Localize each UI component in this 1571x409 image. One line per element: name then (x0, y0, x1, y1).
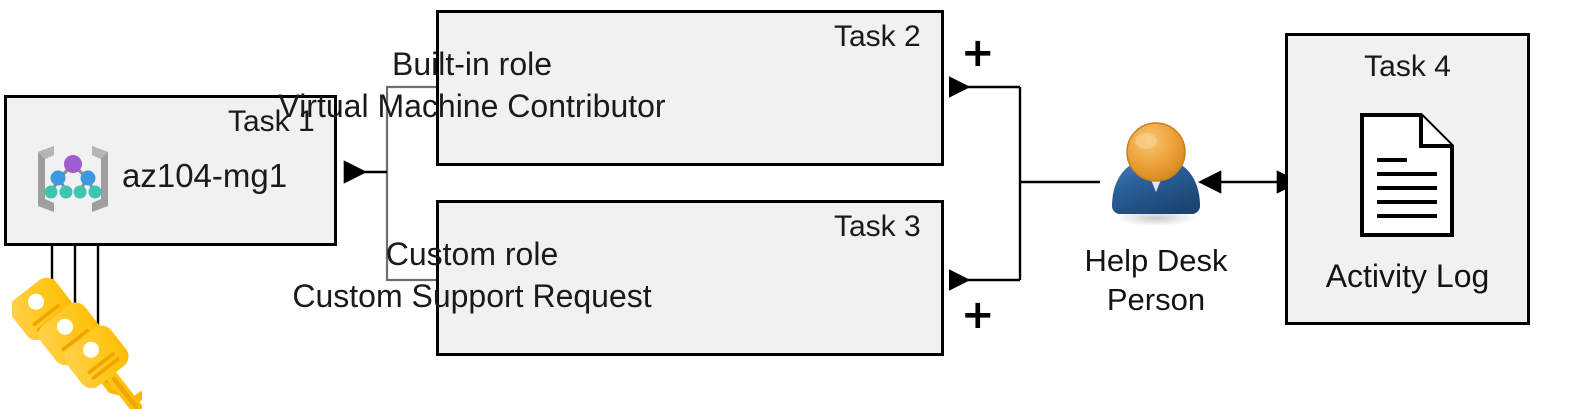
task3-box[interactable] (436, 200, 944, 356)
user-person-icon (1098, 120, 1214, 230)
plus-sign-bottom: + (961, 292, 995, 338)
arrow-left-to-task3 (948, 182, 1022, 291)
plus-sign-top: + (961, 30, 995, 76)
task3-line1: Custom role (385, 236, 559, 272)
task1-label: Task 1 (228, 105, 315, 138)
task2-label: Task 2 (834, 20, 921, 53)
task1-name: az104-mg1 (122, 157, 288, 194)
task1-box[interactable] (4, 95, 337, 246)
key-icon-3 (64, 325, 156, 409)
key-icon-group (9, 277, 156, 409)
person-label-line1: Help Desk (1084, 243, 1228, 278)
task2-box[interactable] (436, 10, 944, 166)
person-label-line2: Person (1106, 282, 1206, 317)
task3-line2: Custom Support Request (292, 278, 652, 314)
task2-line2: Virtual Machine Contributor (278, 88, 666, 124)
management-group-icon (32, 140, 114, 220)
task4-label: Task 4 (1364, 50, 1451, 83)
arrow-left-to-task2 (948, 76, 1022, 182)
task3-label: Task 3 (834, 210, 921, 243)
task2-line1: Built-in role (391, 46, 553, 82)
document-icon (1359, 112, 1455, 238)
task4-caption: Activity Log (1325, 258, 1490, 294)
